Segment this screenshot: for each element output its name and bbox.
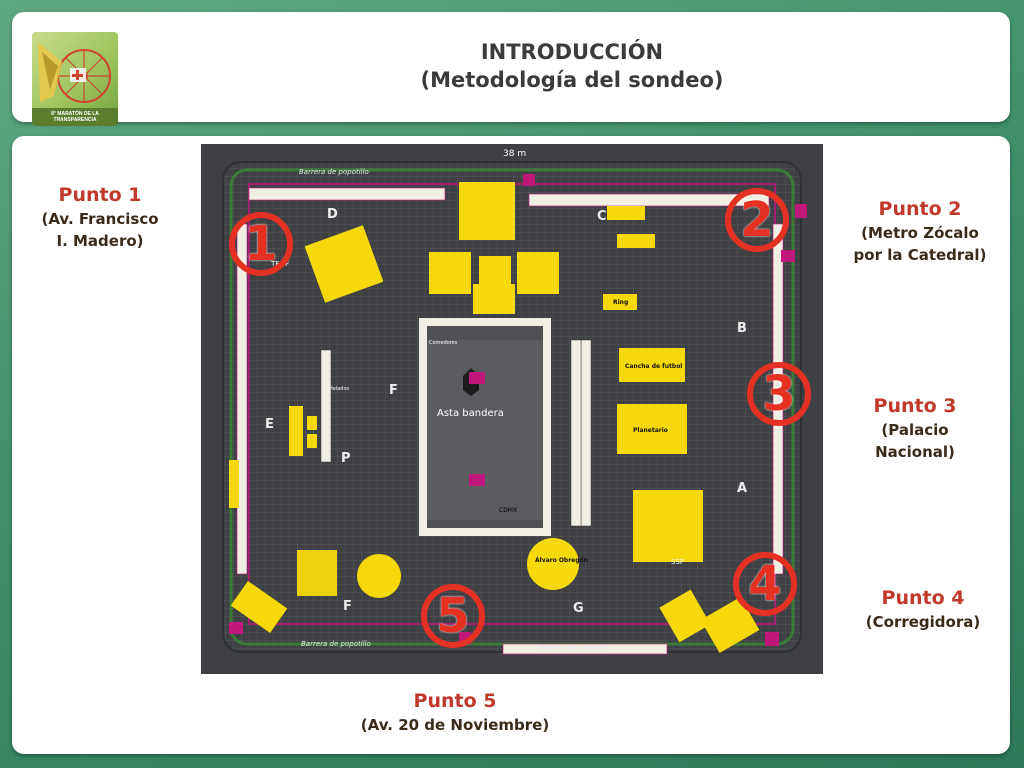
marker-5: 5 bbox=[421, 584, 485, 648]
zone-p-label: P bbox=[341, 451, 351, 466]
transparency-logo: 8° MARATÓN DE LA TRANSPARENCIA bbox=[32, 32, 118, 126]
zone-e-label: E bbox=[265, 417, 274, 432]
point-3-name: Punto 3 bbox=[873, 395, 957, 417]
marker-3-number: 3 bbox=[762, 366, 796, 422]
point-3-sub1: (Palacio bbox=[881, 421, 949, 439]
point-1-label: Punto 1 (Av. Francisco I. Madero) bbox=[30, 182, 170, 252]
point-3-sub2: Nacional) bbox=[875, 443, 955, 461]
marker-1-number: 1 bbox=[244, 216, 278, 272]
point-5-label: Punto 5 (Av. 20 de Noviembre) bbox=[330, 688, 580, 736]
helados-label: Helados bbox=[329, 386, 350, 392]
zone-b-label: B bbox=[737, 321, 747, 336]
point-4-label: Punto 4 (Corregidora) bbox=[848, 585, 998, 633]
zone-g-label: G bbox=[573, 601, 584, 616]
marker-1: 1 bbox=[229, 212, 293, 276]
point-2-sub2: por la Catedral) bbox=[853, 246, 987, 264]
point-4-sub1: (Corregidora) bbox=[865, 613, 981, 631]
barrera-bottom-left-label: Barrera de popotillo bbox=[301, 640, 371, 648]
marker-4-number: 4 bbox=[748, 556, 782, 612]
point-5-sub1: (Av. 20 de Noviembre) bbox=[360, 716, 550, 734]
planetario-label: Planetario bbox=[633, 427, 668, 434]
header-card: 8° MARATÓN DE LA TRANSPARENCIA INTRODUCC… bbox=[12, 12, 1010, 126]
logo-caption: 8° MARATÓN DE LA TRANSPARENCIA bbox=[51, 111, 99, 123]
marker-3: 3 bbox=[747, 362, 811, 426]
site-map-svg: D C B A E F F G P 38 m Asta bandera CDMX… bbox=[201, 144, 823, 674]
zone-c-label: C bbox=[597, 209, 607, 224]
zone-f-label: F bbox=[389, 383, 398, 398]
title-line-1: INTRODUCCIÓN bbox=[480, 40, 664, 64]
point-1-sub1: (Av. Francisco bbox=[41, 210, 159, 228]
cdmx-label: CDMX bbox=[499, 507, 517, 514]
comedores-label: Comedores bbox=[429, 340, 458, 346]
marker-2-number: 2 bbox=[740, 192, 774, 248]
point-1-name: Punto 1 bbox=[58, 184, 142, 206]
point-1-sub2: I. Madero) bbox=[56, 232, 144, 250]
marker-2: 2 bbox=[725, 188, 789, 252]
zocalo-site-map: D C B A E F F G P 38 m Asta bandera CDMX… bbox=[201, 144, 823, 674]
zone-f2-label: F bbox=[343, 599, 352, 614]
asta-bandera-label: Asta bandera bbox=[437, 408, 504, 419]
ssp-label: SSP bbox=[671, 558, 684, 566]
point-2-label: Punto 2 (Metro Zócalo por la Catedral) bbox=[840, 196, 1000, 266]
marker-5-number: 5 bbox=[436, 588, 470, 644]
point-3-label: Punto 3 (Palacio Nacional) bbox=[840, 393, 990, 463]
point-4-name: Punto 4 bbox=[881, 587, 965, 609]
marker-4: 4 bbox=[733, 552, 797, 616]
alvaro-label: Álvaro Obregón bbox=[535, 557, 588, 564]
title-line-2: (Metodología del sondeo) bbox=[420, 68, 724, 92]
point-5-name: Punto 5 bbox=[413, 690, 497, 712]
point-2-name: Punto 2 bbox=[878, 198, 962, 220]
point-2-sub1: (Metro Zócalo bbox=[861, 224, 979, 242]
cancha-label: Cancha de futbol bbox=[625, 363, 682, 370]
distance-top-label: 38 m bbox=[503, 149, 526, 159]
ring-label: Ring bbox=[613, 299, 628, 306]
zone-a-label: A bbox=[737, 481, 747, 496]
barrera-bottom-label: Barrera de popotillo bbox=[539, 644, 609, 652]
barrera-top-label: Barrera de popotillo bbox=[299, 168, 369, 176]
page-title: INTRODUCCIÓN (Metodología del sondeo) bbox=[342, 38, 802, 94]
zone-d-label: D bbox=[327, 207, 338, 222]
